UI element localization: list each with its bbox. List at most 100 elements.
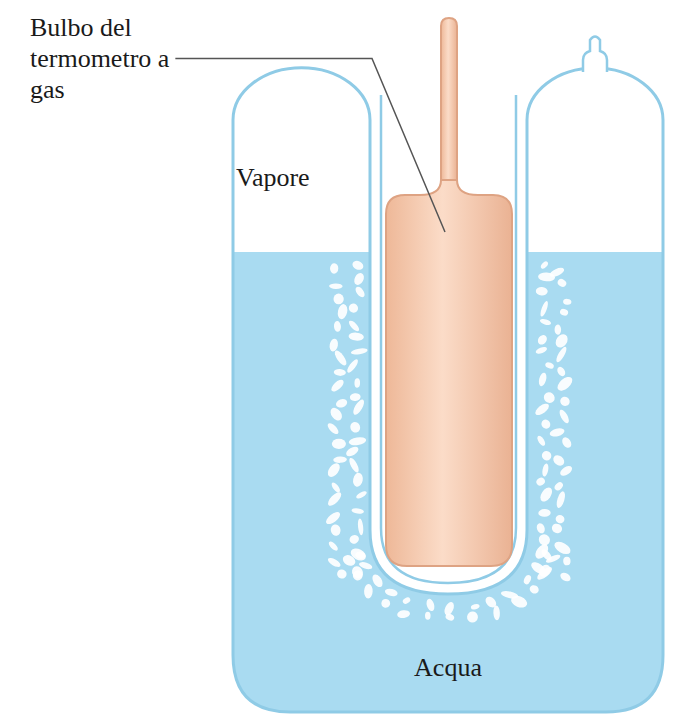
ice-crystal: [554, 514, 565, 525]
gas-bulb: [386, 180, 512, 566]
ice-crystal: [351, 259, 365, 271]
ice-crystal: [560, 436, 573, 450]
ice-crystal: [352, 569, 364, 581]
ice-crystal: [541, 463, 549, 477]
ice-crystal: [348, 332, 364, 341]
ice-crystal: [425, 612, 431, 620]
ice-crystal: [538, 509, 551, 517]
ice-crystal: [559, 571, 572, 583]
leader-line: [175, 59, 445, 233]
ice-crystal: [326, 421, 340, 435]
ice-crystal: [533, 542, 551, 561]
ice-crystal: [555, 346, 569, 364]
ice-crystal: [329, 378, 345, 394]
ice-crystal: [345, 445, 360, 458]
ice-crystal: [358, 561, 373, 571]
ice-crystal: [324, 510, 342, 527]
ice-crystal: [328, 406, 344, 423]
water: [0, 252, 684, 721]
ice-crystal: [345, 358, 359, 374]
ice-crystal: [542, 390, 557, 405]
ice-crystal: [540, 260, 550, 270]
ice-crystal: [326, 490, 344, 508]
ice-crystal: [555, 374, 575, 393]
ice-crystal: [349, 393, 361, 402]
ice-crystal: [352, 472, 364, 488]
ice-crystal: [347, 457, 360, 474]
ice-crystal: [351, 508, 364, 515]
ice-crystal: [333, 349, 349, 367]
ice-crystal: [538, 272, 555, 282]
ice-crystal: [354, 378, 360, 387]
ice-crystal: [384, 587, 398, 597]
ice-crystal: [552, 539, 572, 556]
ice-crystal: [336, 303, 348, 320]
ice-crystal: [540, 449, 553, 462]
ice-crystal: [357, 518, 364, 535]
ice-crystal: [551, 453, 566, 468]
ice-crystal: [550, 522, 563, 535]
ice-crystal: [509, 594, 529, 610]
ice-crystal: [333, 294, 343, 305]
ice-crystal: [533, 401, 550, 417]
ice-crystal: [563, 557, 571, 566]
vapor-label: Vapore: [236, 162, 366, 193]
ice-crystal: [549, 427, 565, 438]
ice-crystal: [535, 346, 548, 355]
ice-crystal: [330, 263, 339, 274]
ice-crystal: [325, 461, 342, 479]
ice-crystal: [355, 490, 368, 500]
ice-crystal: [538, 372, 548, 387]
ice-crystal: [545, 553, 561, 564]
ice-crystal: [329, 338, 340, 352]
ice-crystal: [380, 598, 391, 609]
ice-crystal: [535, 476, 546, 487]
ice-crystal: [559, 308, 569, 317]
seal-tip: [583, 37, 607, 73]
ice-crystal: [544, 361, 554, 370]
ice-crystal: [556, 277, 568, 288]
ice-crystal: [348, 533, 360, 545]
ice-crystal: [538, 485, 554, 503]
ice-crystal: [528, 584, 540, 595]
ice-crystal: [536, 287, 548, 296]
ice-crystal: [535, 565, 554, 582]
ice-crystal: [470, 603, 480, 610]
ice-crystal: [425, 598, 436, 612]
ice-crystal: [341, 553, 357, 568]
ice-crystal: [554, 324, 561, 334]
ice-crystal: [330, 524, 342, 537]
ice-crystal: [350, 347, 368, 355]
bulb-label: Bulbo del termometro a gas: [30, 12, 210, 105]
ice-crystal: [553, 332, 570, 350]
ice-crystal: [555, 490, 567, 509]
ice-crystal: [558, 464, 573, 478]
ice-crystal: [330, 481, 341, 494]
ice-crystal: [563, 299, 572, 305]
ice-crystal: [355, 551, 367, 560]
ice-crystal: [351, 398, 366, 416]
ice-crystal: [334, 369, 346, 377]
ice-crystal: [397, 609, 411, 618]
ice-crystal: [444, 612, 455, 622]
ice-crystal: [334, 321, 342, 332]
ice-crystal: [349, 421, 362, 434]
ice-crystal: [402, 596, 412, 605]
ice-crystal: [352, 271, 366, 286]
ice-crystal: [336, 568, 348, 580]
ice-crystal: [326, 556, 341, 569]
ice-crystal: [493, 605, 500, 620]
ice-crystal: [540, 418, 552, 431]
ice-crystal: [536, 434, 547, 447]
ice-crystal: [354, 285, 367, 299]
ice-crystal: [370, 573, 384, 589]
ice-crystal: [539, 300, 549, 317]
ice-crystal: [522, 574, 532, 585]
ice-crystal: [559, 395, 572, 408]
ice-crystal: [535, 522, 546, 535]
ice-crystal: [348, 436, 367, 446]
ice-crystal: [329, 283, 343, 289]
